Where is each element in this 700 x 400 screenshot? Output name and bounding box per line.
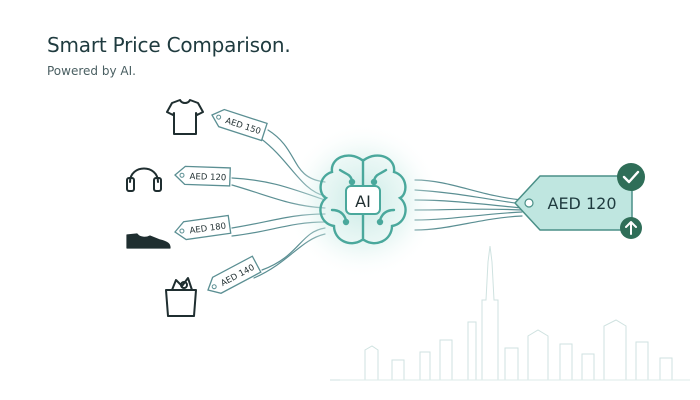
result-price-tag: AED 120: [514, 175, 633, 231]
ai-chip: [345, 185, 381, 215]
price-tag-4: AED 140: [207, 255, 262, 294]
city-skyline: [330, 245, 690, 381]
sneaker-icon: [126, 233, 171, 249]
item-grocery-bag: AED 140: [165, 255, 262, 317]
price-tag-3: AED 180: [174, 214, 232, 241]
page-subtitle: Powered by AI.: [47, 64, 136, 78]
check-icon: [622, 170, 640, 184]
ai-label: AI: [355, 192, 371, 211]
headphones-icon: [126, 167, 162, 192]
item-sneaker: AED 180: [126, 214, 232, 249]
check-badge: [617, 163, 645, 191]
tshirt-icon: [166, 99, 204, 135]
price-tag-2-text: AED 120: [189, 172, 226, 183]
page-title: Smart Price Comparison.: [47, 33, 291, 57]
item-headphones: AED 120: [126, 165, 231, 192]
price-tag-1: AED 150: [211, 108, 268, 142]
item-tshirt: AED 150: [166, 99, 268, 142]
price-tag-2: AED 120: [174, 165, 231, 187]
result-price: AED 120: [548, 194, 617, 213]
arrow-badge: [620, 217, 642, 239]
arrow-up-icon: [625, 221, 637, 235]
grocery-bag-icon: [165, 277, 197, 317]
